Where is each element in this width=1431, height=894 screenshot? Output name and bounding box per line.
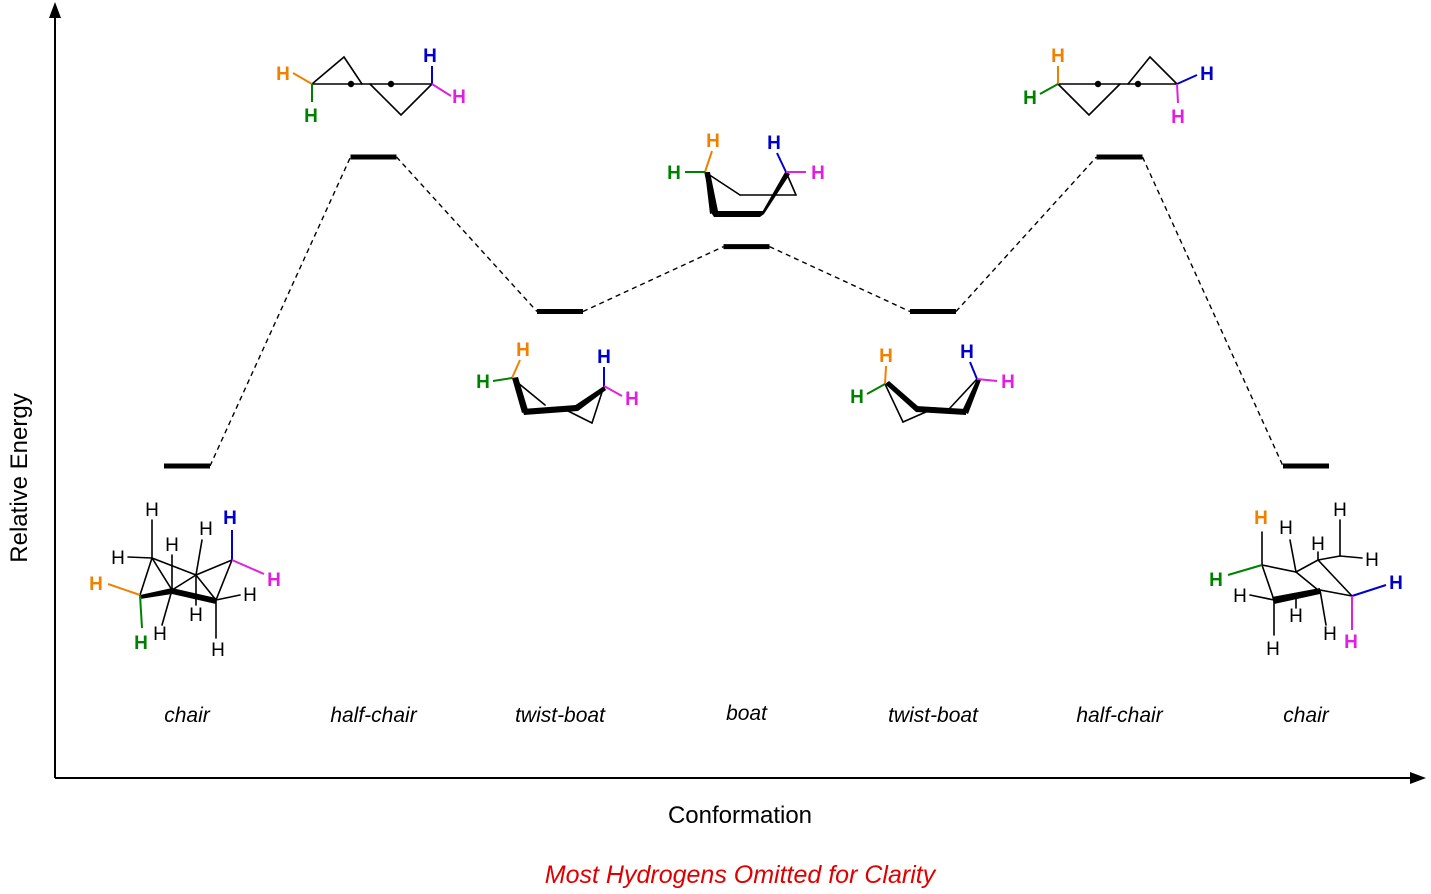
h-atom: H: [1279, 518, 1293, 539]
structure-twist-boat-right: H H H H: [850, 342, 1015, 423]
h-atom-green: H: [134, 633, 148, 654]
h-atom-green: H: [1023, 88, 1037, 109]
h-atom-orange: H: [516, 340, 530, 361]
y-axis-title: Relative Energy: [6, 393, 33, 562]
energy-connector: [1141, 156, 1284, 467]
structure-boat: H H H H: [667, 131, 825, 217]
h-atom-blue: H: [1389, 573, 1403, 594]
conformation-label-half-chair-1: half-chair: [330, 704, 417, 727]
h-atom-green: H: [1209, 570, 1223, 591]
h-atom-magenta: H: [1001, 372, 1015, 393]
h-atom: H: [1233, 586, 1247, 607]
h-atom-magenta: H: [452, 87, 466, 108]
h-atom: H: [1289, 606, 1303, 627]
structure-half-chair-left: H H H H: [276, 46, 466, 127]
conformation-label-twist-boat-2: twist-boat: [888, 704, 979, 727]
energy-connector: [582, 245, 724, 313]
h-atom-blue: H: [767, 133, 781, 154]
structure-chair-left: H H H H H H H H H H H H: [89, 500, 281, 661]
h-atom-magenta: H: [625, 389, 639, 410]
h-atom-green: H: [476, 372, 490, 393]
h-atom-orange: H: [706, 131, 720, 152]
h-atom-blue: H: [223, 508, 237, 529]
axes: [49, 2, 1426, 784]
footnote: Most Hydrogens Omitted for Clarity: [545, 861, 937, 889]
h-atom-green: H: [850, 387, 864, 408]
h-atom: H: [199, 519, 213, 540]
h-atom: H: [1266, 639, 1280, 660]
h-atom-orange: H: [276, 64, 290, 85]
h-atom-orange: H: [89, 574, 103, 595]
h-atom-magenta: H: [1171, 107, 1185, 128]
energy-connector: [769, 245, 911, 313]
h-atom-blue: H: [423, 46, 437, 67]
h-atom: H: [189, 605, 203, 626]
h-atom-blue: H: [960, 342, 974, 363]
conformation-label-chair-1: chair: [164, 704, 211, 727]
h-atom-green: H: [667, 163, 681, 184]
structure-twist-boat-left: H H H H: [476, 340, 639, 424]
h-atom-magenta: H: [1344, 632, 1358, 653]
h-atom-magenta: H: [811, 163, 825, 184]
h-atom: H: [145, 500, 159, 521]
conformation-label-twist-boat-1: twist-boat: [515, 704, 606, 727]
h-atom: H: [1323, 624, 1337, 645]
h-atom-blue: H: [1200, 64, 1214, 85]
energy-connector: [209, 156, 352, 467]
h-atom: H: [211, 640, 225, 661]
h-atom: H: [153, 624, 167, 645]
conformation-label-chair-2: chair: [1283, 704, 1330, 727]
h-atom: H: [243, 585, 257, 606]
h-atom: H: [1365, 550, 1379, 571]
h-atom: H: [1311, 534, 1325, 555]
h-atom-green: H: [304, 106, 318, 127]
conformation-labels: chair half-chair twist-boat boat twist-boat h…: [164, 702, 1330, 727]
h-atom-orange: H: [1051, 46, 1065, 67]
h-atom: H: [1333, 500, 1347, 521]
h-atom-orange: H: [879, 346, 893, 367]
energy-connectors: [209, 156, 1284, 467]
conformation-label-boat: boat: [726, 702, 768, 725]
h-atom: H: [165, 535, 179, 556]
energy-connector: [395, 156, 538, 312]
conformation-label-half-chair-2: half-chair: [1076, 704, 1163, 727]
energy-connector: [955, 156, 1098, 312]
energy-levels: [164, 154, 1329, 469]
structure-chair-right: H H H H H H H H H H H H: [1209, 500, 1403, 660]
y-axis-arrow: [49, 2, 61, 18]
x-axis-arrow: [1410, 772, 1426, 784]
structure-half-chair-right: H H H H: [1023, 46, 1214, 128]
h-atom: H: [111, 548, 125, 569]
h-atom-magenta: H: [267, 570, 281, 591]
x-axis-title: Conformation: [668, 802, 812, 829]
h-atom-orange: H: [1254, 508, 1268, 529]
h-atom-blue: H: [597, 347, 611, 368]
